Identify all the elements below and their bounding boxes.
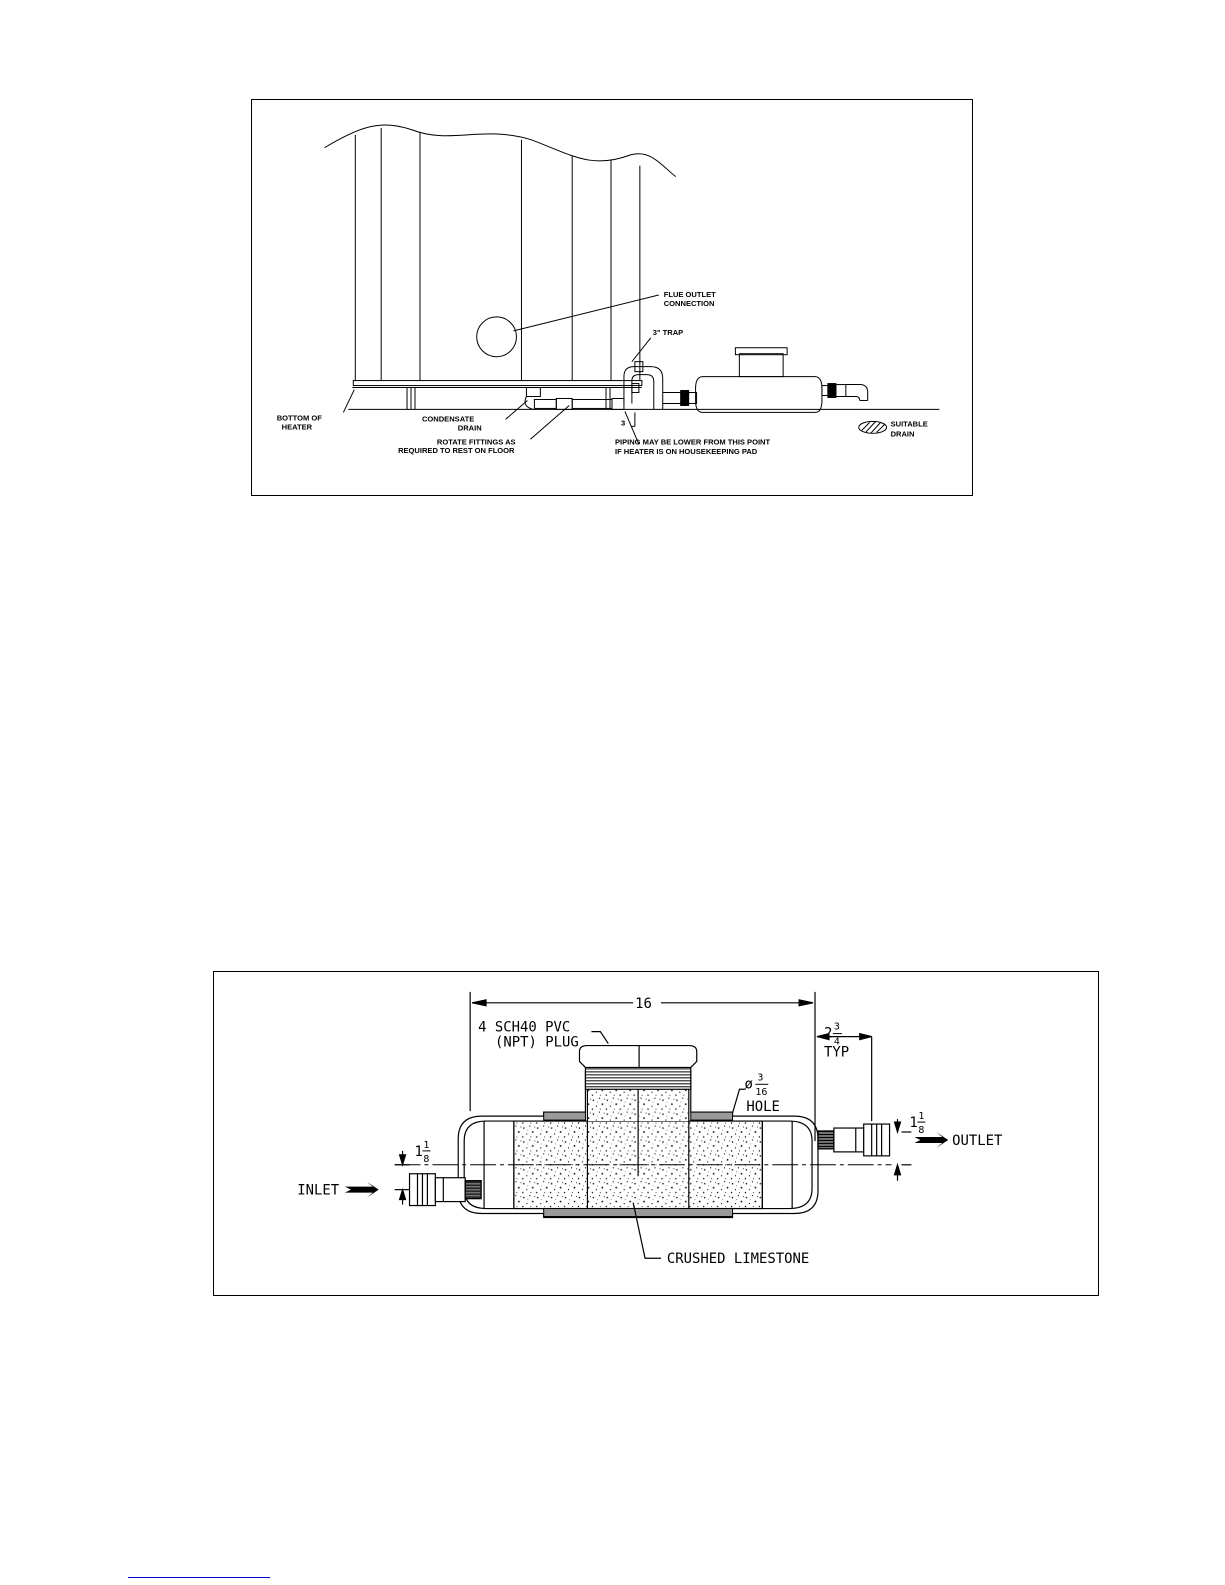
hole-diameter-num: 3: [757, 1072, 763, 1083]
outlet-offset-den: 8: [918, 1125, 924, 1136]
typ-label: TYP: [824, 1044, 849, 1060]
pvc-plug-cap: [579, 1046, 696, 1068]
typ-dimension-num: 3: [834, 1022, 840, 1033]
hole-label: HOLE: [746, 1099, 780, 1115]
crushed-limestone-label: CRUSHED LIMESTONE: [667, 1251, 809, 1267]
footnote-rule: [128, 1577, 270, 1578]
outlet-label: OUTLET: [952, 1133, 1003, 1149]
hole-diameter-den: 16: [755, 1087, 767, 1098]
plug-label: 4 SCH40 PVC: [478, 1020, 570, 1036]
condensate-drain-label: CONDENSATE: [422, 414, 474, 423]
piping-lower-label-2: IF HEATER IS ON HOUSEKEEPING PAD: [615, 447, 758, 456]
length-dimension-label: 16: [635, 996, 652, 1012]
hole-diameter-symbol: ø: [744, 1076, 752, 1092]
flue-outlet-label: FLUE OUTLET: [664, 290, 716, 299]
rotate-fittings-label-2: REQUIRED TO REST ON FLOOR: [398, 446, 515, 455]
neutralizer-section-drawing: 16 4 SCH40 PVC (NPT) PLUG 2 3 4 TYP ø 3 …: [214, 972, 1098, 1295]
outlet-offset-whole: 1: [909, 1115, 917, 1131]
neutralizer-tank: [696, 377, 822, 413]
bottom-of-heater-label: BOTTOM OF: [277, 413, 323, 422]
piping-lower-label: PIPING MAY BE LOWER FROM THIS POINT: [615, 437, 771, 446]
rotate-fittings-label: ROTATE FITTINGS AS: [437, 437, 516, 446]
inlet-label: INLET: [297, 1183, 339, 1199]
bottom-of-heater-label-2: HEATER: [282, 422, 313, 431]
inlet-arrow: [345, 1182, 379, 1198]
inlet-offset-den: 8: [423, 1154, 429, 1165]
suitable-drain-label: SUITABLE: [891, 419, 928, 428]
condensate-piping-diagram: FLUE OUTLET CONNECTION 3" TRAP BOTTOM OF…: [251, 99, 973, 496]
flue-outlet-circle: [477, 317, 517, 357]
suitable-drain-label-2: DRAIN: [891, 429, 915, 438]
neutralizer-section-diagram: 16 4 SCH40 PVC (NPT) PLUG 2 3 4 TYP ø 3 …: [213, 971, 1099, 1296]
inlet-offset-whole: 1: [414, 1144, 422, 1160]
heater-wavy-top: [324, 125, 675, 177]
condensate-piping-drawing: FLUE OUTLET CONNECTION 3" TRAP BOTTOM OF…: [252, 100, 972, 495]
outlet-offset-num: 1: [918, 1111, 924, 1122]
trap-dimension-label: 3: [621, 418, 625, 427]
trap-label: 3" TRAP: [653, 328, 683, 337]
plug-label-2: (NPT) PLUG: [495, 1035, 579, 1051]
inlet-offset-num: 1: [423, 1140, 429, 1151]
condensate-drain-label-2: DRAIN: [458, 423, 482, 432]
typ-dimension-whole: 2: [824, 1026, 832, 1042]
flue-outlet-label-2: CONNECTION: [664, 299, 715, 308]
threaded-neck: [585, 1067, 690, 1089]
